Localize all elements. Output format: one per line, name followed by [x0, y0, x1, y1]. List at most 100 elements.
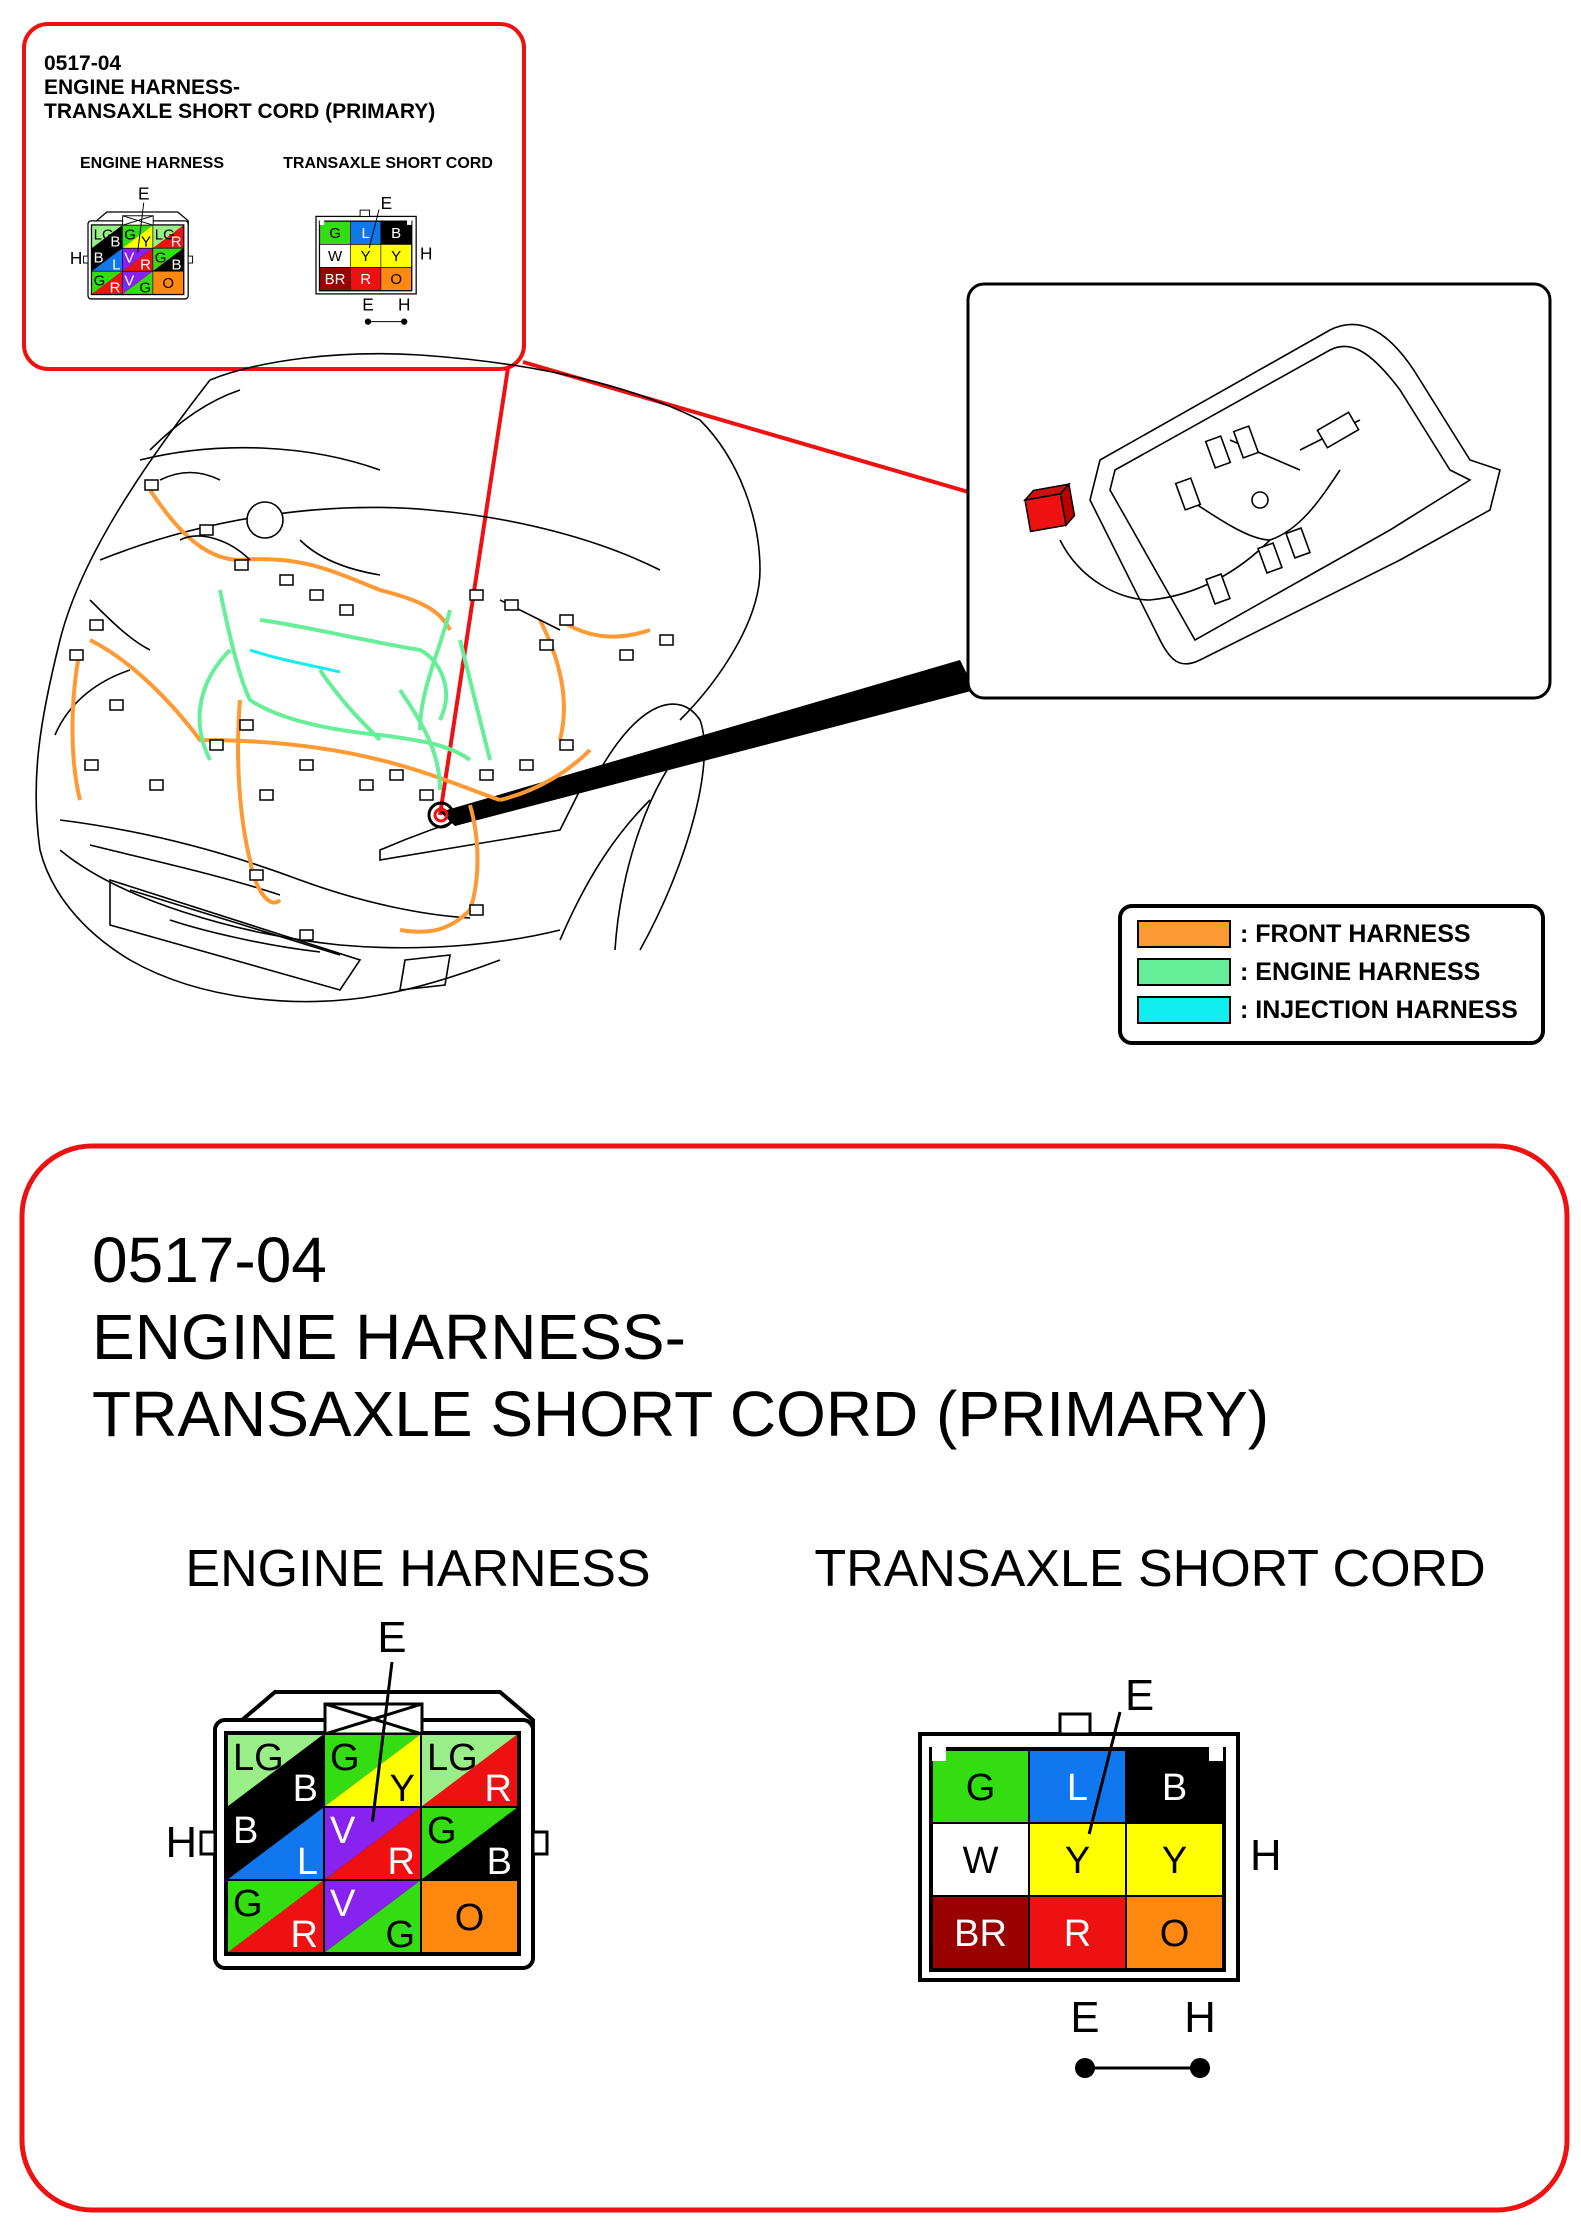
pin-wire-color: B	[391, 225, 401, 242]
pin-wire-color: B	[233, 1810, 258, 1852]
harness-connector-box	[209, 739, 224, 751]
transaxle-pin-br: BR	[319, 267, 351, 291]
pin-wire-color: B	[94, 249, 104, 266]
pin-wire-color: Y	[391, 248, 401, 265]
small-title-line2: TRANSAXLE SHORT CORD (PRIMARY)	[44, 100, 435, 123]
short-terminal-e	[364, 318, 372, 325]
transaxle-pin-o: O	[380, 267, 412, 291]
engine-harness-label: ENGINE HARNESS	[185, 1540, 650, 1598]
pin-wire-color: W	[963, 1840, 999, 1882]
pin-wire-stripe: Y	[141, 233, 151, 250]
short-terminal-e	[1075, 2058, 1095, 2078]
harness-connector-box	[559, 739, 574, 751]
harness-connector-box	[144, 479, 159, 491]
legend-label-engine: : ENGINE HARNESS	[1240, 958, 1480, 986]
transaxle-pin-e-label: E	[381, 193, 393, 213]
small-title-line1: ENGINE HARNESS-	[44, 76, 240, 99]
engine-pin-b-l: BL	[226, 1806, 325, 1883]
short-e-label: E	[362, 294, 374, 314]
harness-connector-box	[469, 904, 484, 916]
short-h-label: H	[1184, 1993, 1216, 2042]
harness-connector-box	[519, 759, 534, 771]
transaxle-pin-w: W	[931, 1822, 1030, 1897]
harness-connector-box	[299, 759, 314, 771]
pin-wire-color: Y	[1065, 1840, 1090, 1882]
engine-harness-wires	[197, 589, 492, 791]
pin-wire-stripe: L	[297, 1841, 318, 1883]
pin-wire-color: G	[233, 1883, 263, 1925]
harness-connector-box	[619, 649, 634, 661]
injection-harness-wires	[249, 648, 341, 674]
transaxle-short-cord-label: TRANSAXLE SHORT CORD	[814, 1540, 1485, 1598]
pin-wire-color: L	[1067, 1767, 1088, 1809]
harness-legend: : FRONT HARNESS : ENGINE HARNESS : INJEC…	[1118, 904, 1545, 1045]
small-callout: 0517-04 ENGINE HARNESS- TRANSAXLE SHORT …	[22, 22, 526, 371]
legend-label-injection: : INJECTION HARNESS	[1240, 996, 1518, 1024]
pin-wire-color: B	[1162, 1767, 1187, 1809]
connector-id: 0517-04	[92, 1224, 327, 1296]
harness-connector-box	[419, 789, 434, 801]
detail-inset	[966, 282, 1552, 700]
harness-connector-box	[109, 699, 124, 711]
callout-leaders	[438, 360, 1031, 826]
pin-wire-color: O	[1160, 1913, 1190, 1955]
transaxle-pin-g: G	[319, 221, 351, 245]
engine-pin-g-r: GR	[226, 1879, 325, 1956]
pin-wire-color: LG	[94, 226, 114, 243]
transaxle-pin-g: G	[931, 1749, 1030, 1824]
short-h-label: H	[398, 294, 410, 314]
harness-connector-box	[469, 589, 484, 601]
pin-wire-stripe: R	[485, 1768, 512, 1810]
pin-wire-stripe: R	[110, 279, 121, 296]
transaxle-pin-b: B	[1125, 1749, 1224, 1824]
pin-wire-color: V	[124, 272, 134, 289]
short-terminal-h	[1190, 2058, 1210, 2078]
connector-location-marker	[427, 801, 455, 829]
pin-wire-color: L	[361, 225, 369, 242]
harness-connector-box	[149, 779, 164, 791]
pin-wire-stripe: R	[291, 1914, 318, 1956]
engine-pin-e-label: E	[138, 183, 150, 203]
harness-connector-box	[659, 634, 674, 646]
pin-wire-stripe: L	[112, 256, 120, 273]
harness-connector-box	[234, 559, 249, 571]
pin-wire-color: O	[455, 1897, 485, 1939]
engine-pin-v-r: VR	[323, 1806, 422, 1883]
small-connector-id: 0517-04	[44, 52, 121, 75]
engine-pin-o: O	[420, 1879, 519, 1954]
legend-swatch-front	[1137, 920, 1231, 948]
pin-wire-color: LG	[233, 1737, 284, 1779]
pin-wire-color: Y	[1162, 1840, 1187, 1882]
pin-wire-color: V	[330, 1810, 356, 1852]
engine-pin-lg-b: LGB	[226, 1733, 325, 1810]
vehicle-illustration	[35, 352, 761, 1003]
short-e-label: E	[1070, 1993, 1099, 2042]
transaxle-pin-h-label: H	[420, 243, 432, 263]
transaxle-pin-o: O	[1125, 1895, 1224, 1970]
engine-pin-e-label: E	[377, 1613, 406, 1662]
engine-pin-o: O	[152, 270, 184, 295]
pin-wire-color: BR	[325, 271, 346, 288]
small-harness-connectors	[69, 479, 674, 941]
harness-connector-box	[279, 574, 294, 586]
harness-connector-box	[479, 769, 494, 781]
harness-connector-box	[89, 619, 104, 631]
front-harness-wires	[70, 488, 651, 934]
pin-wire-stripe: R	[171, 233, 182, 250]
harness-connector-box	[309, 589, 324, 601]
transaxle-pin-y: Y	[350, 244, 382, 268]
harness-connector-box	[84, 759, 99, 771]
small-engine-harness-label: ENGINE HARNESS	[80, 155, 224, 172]
harness-connector-box	[299, 929, 314, 941]
harness-connector-box	[559, 614, 574, 626]
engine-pin-lg-b: LGB	[91, 224, 123, 250]
pin-wire-color: W	[328, 248, 343, 265]
pin-wire-color: G	[329, 225, 341, 242]
